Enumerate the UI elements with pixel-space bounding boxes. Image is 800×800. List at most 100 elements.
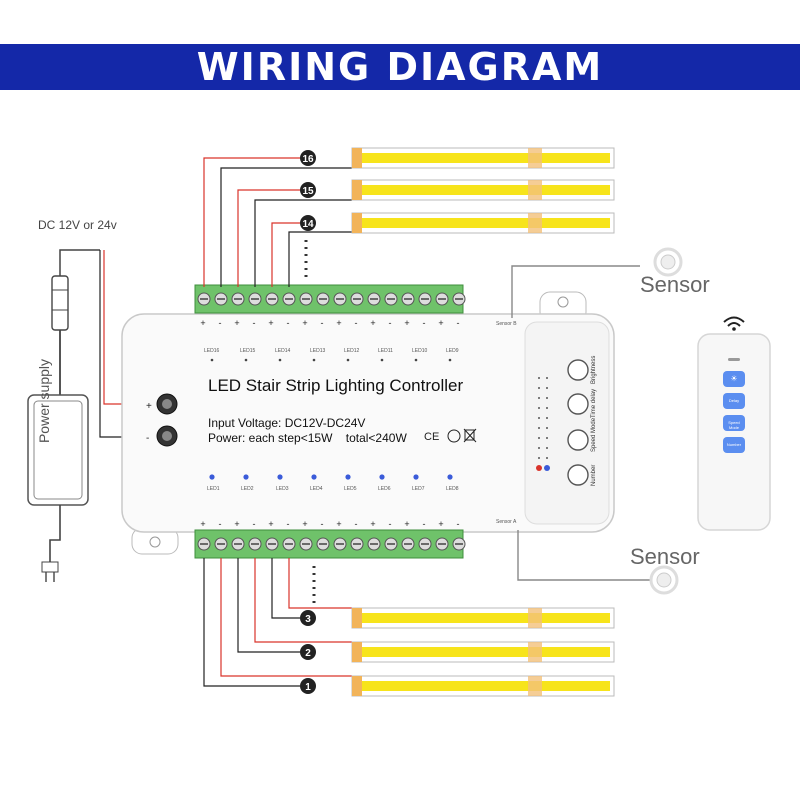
polarity-mark: + (200, 318, 205, 328)
polarity-mark: - (287, 519, 290, 529)
status-dot (538, 447, 540, 449)
title-banner (0, 44, 800, 90)
remote-speed-mode-button[interactable]: Speed Mode (728, 420, 740, 430)
control-buttons[interactable] (567, 359, 589, 486)
strip-leds (360, 153, 610, 163)
dc-input-label: DC 12V or 24v (38, 218, 117, 232)
top-led-dot (380, 358, 384, 362)
top-led-dot (278, 358, 282, 362)
top-led-label: LED14 (275, 348, 291, 354)
strip-leds (360, 681, 610, 691)
status-dots (538, 377, 548, 459)
strip-cut-point (528, 608, 542, 628)
status-dot (538, 417, 540, 419)
time-delay-button-label: Time delay (591, 388, 597, 418)
status-dot (546, 377, 548, 379)
sensor-label-bottom: Sensor (630, 544, 700, 569)
status-dot (546, 457, 548, 459)
remote-number-button[interactable]: Number (726, 442, 742, 447)
bottom-led-label: LED4 (310, 486, 323, 492)
sensor-a-port-label: Sensor A (496, 519, 517, 525)
strip-solder-pads (352, 180, 362, 200)
remote-brightness-button[interactable]: ☀ (730, 374, 738, 383)
bottom-led-dot (447, 474, 453, 480)
svg-text:CE: CE (424, 431, 439, 443)
strip-solder-pads (352, 608, 362, 628)
controller-title: LED Stair Strip Lighting Controller (208, 376, 464, 395)
polarity-mark: - (389, 519, 392, 529)
strip-cut-point (528, 642, 542, 662)
polarity-mark: + (268, 519, 273, 529)
strip-cut-point (528, 148, 542, 168)
polarity-marks: ++--++--++--++--++--++--++--++-- (200, 318, 459, 529)
polarity-mark: - (355, 318, 358, 328)
brightness-button-label: Brightness (591, 355, 597, 384)
status-dot (538, 437, 540, 439)
blue-indicator (544, 465, 550, 471)
strip-leds (360, 613, 610, 623)
polarity-mark: + (438, 318, 443, 328)
speed-mode-button-label: Speed Mode (591, 417, 597, 452)
spec-power: Power: each step<15W total<240W (208, 431, 407, 445)
bottom-led-dot (413, 474, 419, 480)
bottom-led-dot (379, 474, 385, 480)
strip-cut-point (528, 676, 542, 696)
polarity-mark: + (370, 519, 375, 529)
controller-body (121, 291, 615, 555)
top-led-dot (414, 358, 418, 362)
bottom-led-dot (311, 474, 317, 480)
status-dot (538, 427, 540, 429)
power-supply-label: Power supply (36, 358, 52, 444)
bottom-led-label: LED2 (241, 486, 254, 492)
status-dot (546, 397, 548, 399)
polarity-mark: - (389, 318, 392, 328)
polarity-mark: - (321, 318, 324, 328)
power-input-sockets: + - (146, 393, 178, 447)
polarity-mark: + (302, 318, 307, 328)
polarity-mark: - (321, 519, 324, 529)
strip-leds (360, 185, 610, 195)
status-dot (538, 377, 540, 379)
top-led-label: LED11 (378, 348, 393, 354)
status-dot (538, 397, 540, 399)
bottom-wires (203, 558, 352, 687)
bottom-led-label: LED1 (207, 486, 220, 492)
top-led-label: LED15 (240, 348, 256, 354)
top-led-dot (210, 358, 214, 362)
status-dot (546, 447, 548, 449)
strip-leds (360, 218, 610, 228)
status-dot (546, 417, 548, 419)
top-terminal-block (194, 284, 466, 314)
polarity-mark: + (336, 519, 341, 529)
remote-delay-button[interactable]: Delay (728, 398, 740, 403)
bottom-led-dot (277, 474, 283, 480)
polarity-mark: - (287, 318, 290, 328)
top-led-dot (448, 358, 452, 362)
polarity-mark: - (355, 519, 358, 529)
polarity-mark: + (234, 318, 239, 328)
bottom-led-label: LED7 (412, 486, 425, 492)
bottom-led-dot (243, 474, 249, 480)
polarity-mark: + (234, 519, 239, 529)
top-led-label: LED9 (446, 348, 459, 354)
polarity-mark: + (302, 519, 307, 529)
polarity-mark: + (268, 318, 273, 328)
certification-marks: CE (424, 428, 477, 443)
spec-voltage: Input Voltage: DC12V-DC24V (208, 416, 366, 430)
polarity-mark: - (423, 318, 426, 328)
strip-cut-point (528, 180, 542, 200)
sensor-b-assembly (511, 247, 683, 318)
strip-solder-pads (352, 148, 362, 168)
status-dot (538, 387, 540, 389)
power-supply-unit (27, 249, 100, 582)
polarity-mark: - (253, 519, 256, 529)
led-strips (351, 147, 615, 697)
top-led-label: LED13 (310, 348, 326, 354)
bottom-led-label: LED6 (378, 486, 391, 492)
top-led-label: LED12 (344, 348, 360, 354)
polarity-mark: - (457, 318, 460, 328)
top-led-label: LED10 (412, 348, 428, 354)
polarity-mark: - (423, 519, 426, 529)
strip-solder-pads (352, 213, 362, 233)
